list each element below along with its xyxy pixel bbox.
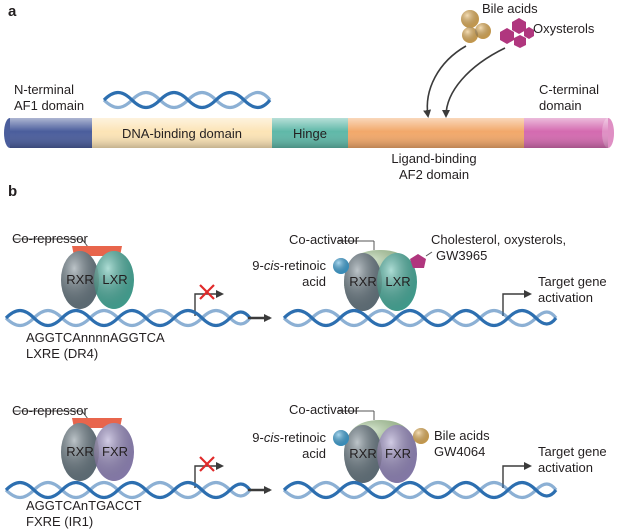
ligand-binding-label: Ligand-binding — [391, 151, 476, 166]
dna-helix-fxre-active — [282, 480, 558, 500]
oxysterol-binding-arrow — [442, 47, 506, 118]
active-transcription-arrow-2 — [502, 462, 532, 488]
co-activator-label-1: Co-activator — [289, 232, 360, 247]
lxr-activated-complex — [333, 240, 433, 311]
rxr-label-2: RXR — [349, 274, 376, 289]
c-terminal-domain-label: domain — [539, 98, 582, 113]
fxr-repressed-complex — [14, 410, 134, 481]
oxysterols-label: Oxysterols — [533, 21, 595, 36]
fxre-name: FXRE (IR1) — [26, 514, 93, 529]
retinoic-acid-label-3: 9-cis-retinoic — [252, 430, 326, 445]
af1-domain-label: AF1 domain — [14, 98, 84, 113]
retinoic-acid-label-2: acid — [302, 274, 326, 289]
lxr-label-2: LXR — [385, 274, 410, 289]
rxr-label-1: RXR — [66, 272, 93, 287]
co-activator-label-2: Co-activator — [289, 402, 360, 417]
co-repressor-label-1: Co-repressor — [12, 231, 89, 246]
n-terminal-label: N-terminal — [14, 82, 74, 97]
fxr-ligands-label-1: Bile acids — [434, 428, 490, 443]
retinoic-acid-label-4: acid — [302, 446, 326, 461]
blocked-transcription-arrow-2 — [194, 462, 224, 488]
fxr-label-1: FXR — [102, 444, 128, 459]
fxre-sequence: AGGTCAnTGACCT — [26, 498, 142, 513]
dna-binding-domain-label: DNA-binding domain — [122, 126, 242, 141]
bile-acid-molecules — [461, 10, 491, 43]
dna-helix-fxre — [4, 480, 252, 500]
dna-helix-a — [102, 90, 272, 110]
af2-domain-label: AF2 domain — [399, 167, 469, 182]
bile-acids-label: Bile acids — [482, 1, 538, 16]
dna-helix-lxre-active — [282, 308, 558, 328]
lxre-sequence: AGGTCAnnnnAGGTCA — [26, 330, 165, 345]
panel-a-label: a — [8, 3, 17, 20]
lxr-repressed-complex — [14, 238, 134, 309]
activation-label-2: activation — [538, 460, 593, 475]
oxysterol-molecules — [500, 18, 534, 48]
panel-b-label: b — [8, 183, 17, 200]
active-transcription-arrow-1 — [502, 290, 532, 316]
lxr-ligands-label-1: Cholesterol, oxysterols, — [431, 232, 566, 247]
blocked-transcription-arrow-1 — [194, 290, 224, 316]
activation-label-1: activation — [538, 290, 593, 305]
co-repressor-label-2: Co-repressor — [12, 403, 89, 418]
retinoic-acid-label-1: 9-cis-retinoic — [252, 258, 326, 273]
lxr-label-1: LXR — [102, 272, 127, 287]
receptor-domain-bar — [4, 118, 614, 148]
c-terminal-label: C-terminal — [539, 82, 599, 97]
fxr-activated-complex — [333, 410, 429, 483]
bile-acid-binding-arrow — [423, 45, 467, 118]
lxre-name: LXRE (DR4) — [26, 346, 98, 361]
target-gene-label-1: Target gene — [538, 274, 607, 289]
rxr-label-3: RXR — [66, 444, 93, 459]
rxr-label-4: RXR — [349, 446, 376, 461]
lxr-ligands-label-2: GW3965 — [436, 248, 487, 263]
hinge-label: Hinge — [293, 126, 327, 141]
block-cross-icon — [199, 456, 215, 472]
lxr-ligand — [410, 254, 426, 268]
block-cross-icon — [199, 284, 215, 300]
fxr-ligands-label-2: GW4064 — [434, 444, 485, 459]
fxr-label-2: FXR — [385, 446, 411, 461]
target-gene-label-2: Target gene — [538, 444, 607, 459]
dna-helix-lxre — [4, 308, 252, 328]
